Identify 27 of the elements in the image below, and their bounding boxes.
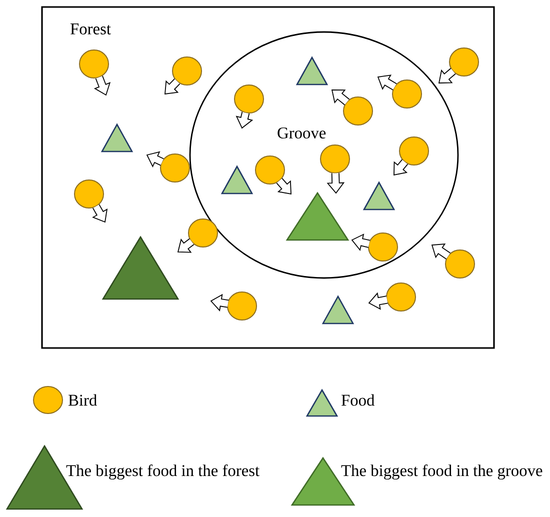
bird-circle — [392, 80, 422, 108]
bird-circle — [172, 56, 202, 86]
direction-arrow — [164, 78, 180, 95]
bird-circle — [399, 136, 429, 166]
bird-circle — [368, 232, 398, 262]
bird-circle — [227, 292, 257, 320]
bird-circle — [74, 180, 104, 208]
bird-circle — [320, 144, 350, 174]
bird-circle — [160, 154, 190, 182]
bird-circle — [445, 250, 475, 278]
bird-circle — [188, 218, 218, 248]
bird-circle — [343, 96, 373, 126]
legend-label: Food — [341, 394, 375, 406]
direction-arrow — [276, 178, 292, 195]
legend-label: The biggest food in the forest — [66, 464, 260, 480]
direction-arrow — [326, 172, 345, 194]
direction-arrow — [368, 292, 388, 310]
bird-circle — [255, 156, 285, 184]
bird-circle — [386, 282, 416, 312]
legend-label: Bird — [68, 394, 97, 406]
bird-circle — [449, 48, 479, 76]
legend-label: The biggest food in the groove — [341, 464, 542, 480]
direction-arrow — [351, 234, 370, 252]
bird-circle — [79, 50, 109, 78]
direction-arrow — [146, 151, 164, 168]
bird-circle — [234, 84, 264, 114]
direction-arrow — [177, 238, 194, 253]
